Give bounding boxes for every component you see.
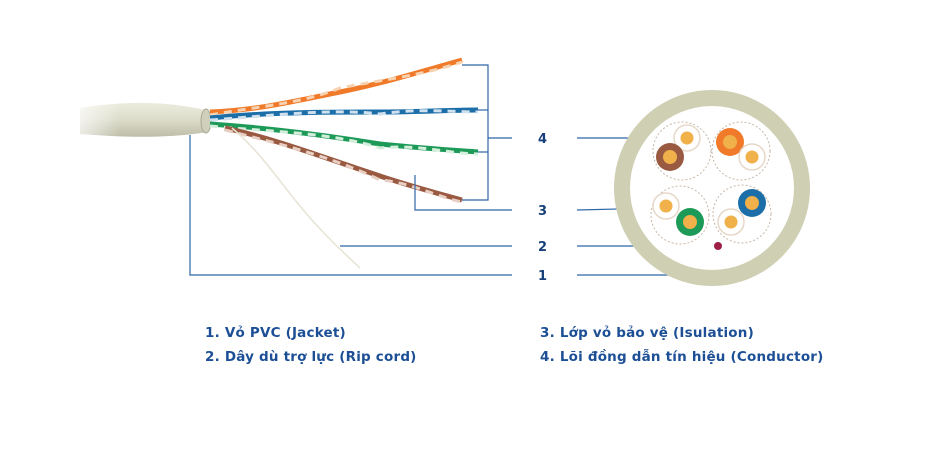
- leader-3: [414, 175, 512, 211]
- leader-1: [189, 135, 512, 276]
- pair-brown-section: [652, 121, 712, 181]
- ripcord-dot: [714, 242, 722, 250]
- legend-item-1: 1. Vỏ PVC (Jacket): [205, 325, 346, 341]
- cable-jacket: [60, 95, 212, 145]
- pair-green-section: [650, 185, 710, 245]
- callout-1: 1: [538, 269, 547, 284]
- leader-lines-left: [189, 64, 512, 276]
- callout-2: 2: [538, 240, 547, 255]
- cable-cross-section: [614, 90, 810, 286]
- callout-3: 3: [538, 204, 547, 219]
- twisted-pair-green: [209, 121, 479, 156]
- pair-orange-section: [711, 121, 771, 181]
- bracket-4: [462, 64, 489, 201]
- legend-item-4: 4. Lõi đồng dẫn tín hiệu (Conductor): [540, 349, 824, 365]
- twisted-pair-orange: [209, 57, 463, 117]
- callout-numbers: 4 3 2 1: [538, 132, 547, 284]
- rip-cord: [231, 127, 361, 269]
- pair-blue-section: [712, 184, 772, 244]
- legend-item-2: 2. Dây dù trợ lực (Rip cord): [205, 349, 417, 365]
- callout-4: 4: [538, 132, 547, 147]
- twisted-pair-blue: [209, 107, 479, 122]
- legend-item-3: 3. Lớp vỏ bảo vệ (Isulation): [540, 325, 754, 341]
- twisted-pair-brown: [224, 125, 463, 204]
